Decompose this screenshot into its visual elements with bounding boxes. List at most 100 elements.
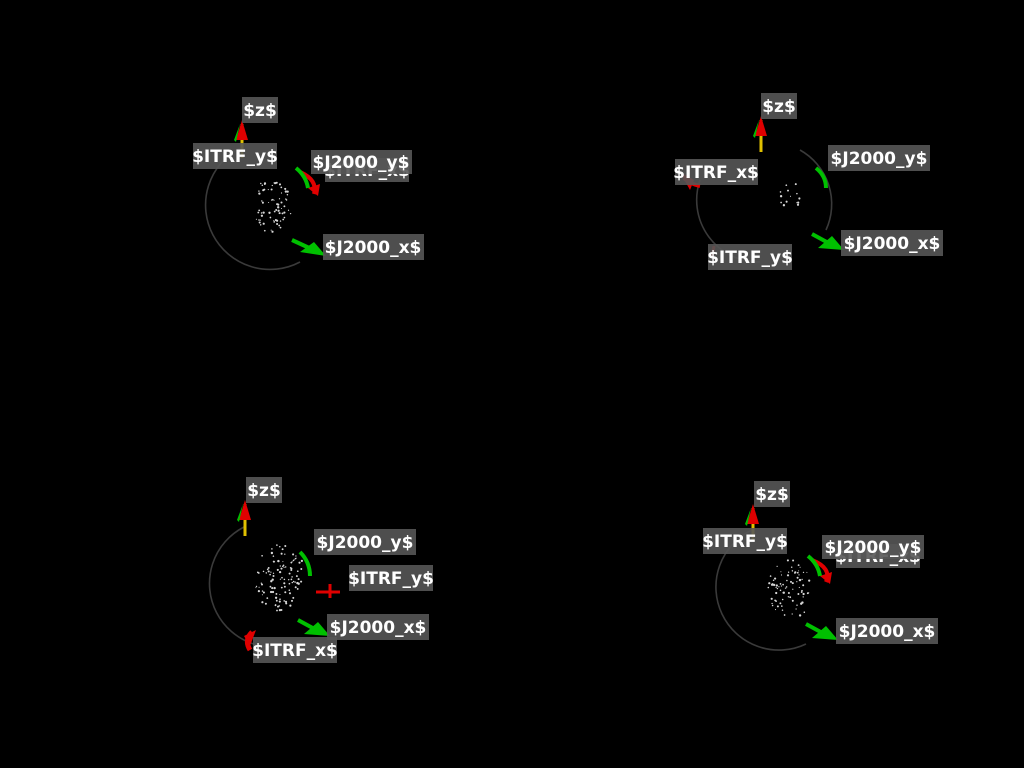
land-speck	[296, 570, 299, 573]
land-speck	[774, 577, 777, 580]
land-speck	[282, 564, 285, 567]
svg-text:$J2000_y$: $J2000_y$	[831, 149, 928, 169]
land-speck	[275, 219, 279, 222]
land-speck	[292, 580, 295, 583]
land-speck	[291, 581, 294, 584]
label-z: $z$	[754, 481, 790, 507]
land-speck	[289, 212, 292, 215]
land-speck	[796, 581, 798, 583]
label-itrf-x: $ITRF_x$	[252, 637, 338, 663]
land-speck	[267, 189, 269, 191]
land-speck	[270, 551, 274, 555]
land-speck	[296, 587, 299, 590]
land-speck	[273, 221, 276, 223]
land-speck	[796, 192, 798, 195]
land-speck	[290, 578, 293, 581]
j2000-x-arrow	[291, 238, 326, 256]
land-speck	[266, 568, 269, 571]
land-speck	[774, 609, 777, 611]
label-j2000-x: $J2000_x$	[323, 234, 424, 260]
land-speck	[288, 579, 290, 581]
land-speck	[781, 605, 783, 607]
land-speck	[288, 589, 291, 591]
landmass	[779, 183, 801, 207]
land-speck	[277, 206, 280, 209]
land-speck	[290, 568, 293, 572]
land-speck	[768, 582, 771, 585]
land-speck	[294, 581, 296, 583]
land-speck	[802, 592, 805, 596]
land-speck	[782, 591, 785, 594]
land-speck	[278, 224, 281, 227]
land-speck	[273, 219, 275, 222]
land-speck	[792, 559, 795, 562]
land-speck	[289, 567, 292, 569]
land-speck	[278, 609, 281, 612]
land-speck	[263, 229, 266, 232]
land-speck	[279, 578, 281, 580]
land-speck	[279, 594, 281, 596]
land-speck	[260, 214, 264, 217]
j2000-y-arrow	[298, 550, 312, 577]
view-bottom-right: $z$ $ITRF_y$ $ITRF_x$ $J2000_y$ $J2000_x…	[702, 481, 938, 651]
land-speck	[769, 575, 772, 577]
land-speck	[283, 566, 285, 568]
land-speck	[781, 598, 784, 601]
label-itrf-y: $ITRF_y$	[702, 528, 788, 554]
land-speck	[262, 570, 265, 573]
land-speck	[277, 559, 280, 563]
svg-text:$z$: $z$	[755, 485, 789, 505]
label-z: $z$	[761, 93, 797, 119]
land-speck	[771, 604, 774, 607]
land-speck	[261, 590, 264, 592]
land-speck	[787, 596, 790, 598]
land-speck	[261, 601, 264, 604]
land-speck	[774, 599, 776, 602]
land-speck	[274, 182, 277, 185]
land-speck	[280, 552, 283, 555]
svg-text:$ITRF_x$: $ITRF_x$	[252, 641, 338, 661]
land-speck	[263, 183, 266, 186]
svg-text:$J2000_x$: $J2000_x$	[330, 618, 427, 638]
land-speck	[783, 614, 786, 616]
land-speck	[278, 198, 281, 200]
land-speck	[298, 561, 301, 564]
land-speck	[281, 548, 284, 551]
label-itrf-y: $ITRF_y$	[707, 244, 793, 270]
land-speck	[791, 613, 793, 615]
land-speck	[260, 182, 262, 185]
land-speck	[791, 570, 794, 572]
land-speck	[782, 592, 784, 594]
land-speck	[797, 201, 800, 204]
land-speck	[779, 602, 782, 605]
land-speck	[278, 570, 282, 574]
land-speck	[269, 216, 272, 219]
land-speck	[803, 611, 806, 613]
land-speck	[260, 582, 262, 584]
svg-text:$J2000_y$: $J2000_y$	[313, 153, 410, 173]
land-speck	[288, 592, 292, 595]
land-speck	[283, 600, 286, 602]
svg-text:$J2000_x$: $J2000_x$	[844, 234, 941, 254]
land-speck	[300, 568, 303, 570]
j2000-x-arrow	[805, 622, 838, 640]
land-speck	[275, 181, 278, 184]
land-speck	[270, 229, 272, 231]
land-speck	[279, 226, 282, 229]
land-speck	[771, 602, 773, 605]
land-speck	[291, 561, 293, 563]
landmass	[255, 544, 303, 612]
land-speck	[798, 570, 800, 572]
land-speck	[780, 574, 783, 576]
land-speck	[779, 589, 782, 592]
land-speck	[271, 230, 274, 233]
j2000-x-arrow	[297, 618, 330, 636]
land-speck	[290, 599, 294, 602]
land-speck	[780, 571, 782, 573]
land-speck	[772, 579, 775, 582]
land-speck	[275, 599, 278, 602]
land-speck	[278, 183, 282, 186]
land-speck	[271, 587, 274, 590]
land-speck	[808, 579, 811, 582]
land-speck	[288, 582, 291, 585]
